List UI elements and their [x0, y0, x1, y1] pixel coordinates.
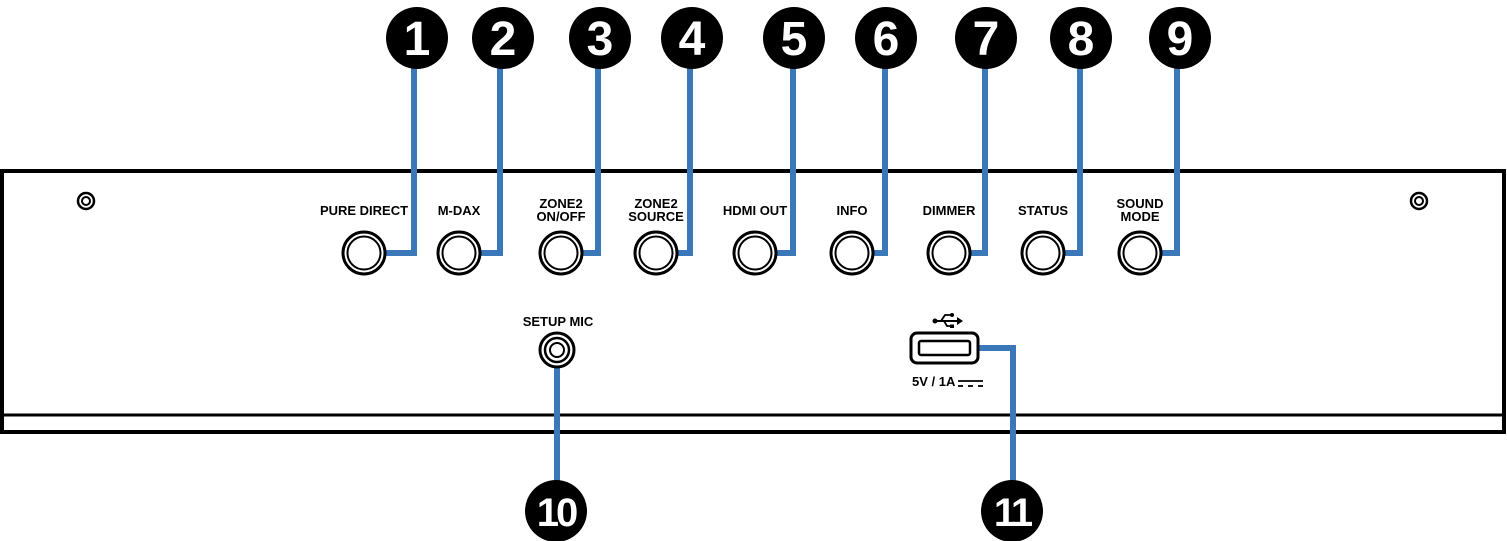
callout-badge-4: 4 — [661, 7, 723, 69]
callout-badge-7: 7 — [955, 7, 1017, 69]
callout-badge-8-number: 8 — [1068, 13, 1095, 66]
usb-port[interactable] — [909, 331, 980, 365]
button-label-8: STATUS — [1018, 203, 1068, 218]
callout-badge-8: 8 — [1050, 7, 1112, 69]
callout-badges: 1 2 3 4 5 6 7 8 9 10 11 — [386, 7, 1211, 541]
callout-badge-10: 10 — [525, 480, 587, 541]
panel-button-7[interactable] — [926, 230, 972, 276]
panel-body — [0, 169, 1506, 434]
callout-badge-11: 11 — [981, 480, 1043, 541]
callout-badge-1: 1 — [386, 7, 448, 69]
panel-button-6[interactable] — [829, 230, 875, 276]
panel-button-9[interactable] — [1117, 230, 1163, 276]
usb-rating-label: 5V / 1A — [912, 374, 956, 389]
panel-button-5[interactable] — [732, 230, 778, 276]
panel-button-4[interactable] — [633, 230, 679, 276]
callout-badge-7-number: 7 — [973, 13, 1000, 66]
panel-button-2[interactable] — [436, 230, 482, 276]
screw-icon — [76, 191, 96, 211]
setup-mic-label: SETUP MIC — [523, 314, 594, 329]
panel-button-3[interactable] — [538, 230, 584, 276]
callout-badge-4-number: 4 — [679, 13, 706, 66]
callout-badge-6-number: 6 — [873, 13, 900, 66]
button-label-6: INFO — [836, 203, 867, 218]
usb-icon — [932, 313, 963, 328]
panel-outline — [0, 169, 1506, 434]
button-label-1: PURE DIRECT — [320, 203, 408, 218]
callout-badge-3: 3 — [569, 7, 631, 69]
callout-badge-6: 6 — [855, 7, 917, 69]
usb-group: 5V / 1A — [909, 313, 983, 389]
callout-badge-5: 5 — [763, 7, 825, 69]
button-label-5: HDMI OUT — [723, 203, 787, 218]
callout-badge-2: 2 — [472, 7, 534, 69]
setup-mic-group: SETUP MIC — [523, 314, 594, 369]
callout-badge-9: 9 — [1149, 7, 1211, 69]
callout-badge-2-number: 2 — [490, 13, 517, 66]
callout-badge-11-number: 11 — [994, 491, 1033, 535]
button-label-7: DIMMER — [923, 203, 976, 218]
callout-badge-5-number: 5 — [781, 13, 808, 66]
callout-badge-1-number: 1 — [404, 13, 431, 66]
callout-badge-3-number: 3 — [587, 13, 614, 66]
panel-button-1[interactable] — [341, 230, 387, 276]
callout-badge-10-number: 10 — [537, 491, 577, 535]
button-label-2: M-DAX — [438, 203, 481, 218]
callout-line-2 — [473, 38, 503, 256]
callout-line-11 — [978, 345, 1016, 510]
callout-badge-9-number: 9 — [1167, 13, 1194, 66]
screw-icon — [1409, 191, 1429, 211]
panel-button-8[interactable] — [1020, 230, 1066, 276]
setup-mic-jack[interactable] — [538, 331, 576, 369]
callout-line-1 — [378, 38, 417, 256]
dc-symbol-icon — [958, 380, 983, 387]
